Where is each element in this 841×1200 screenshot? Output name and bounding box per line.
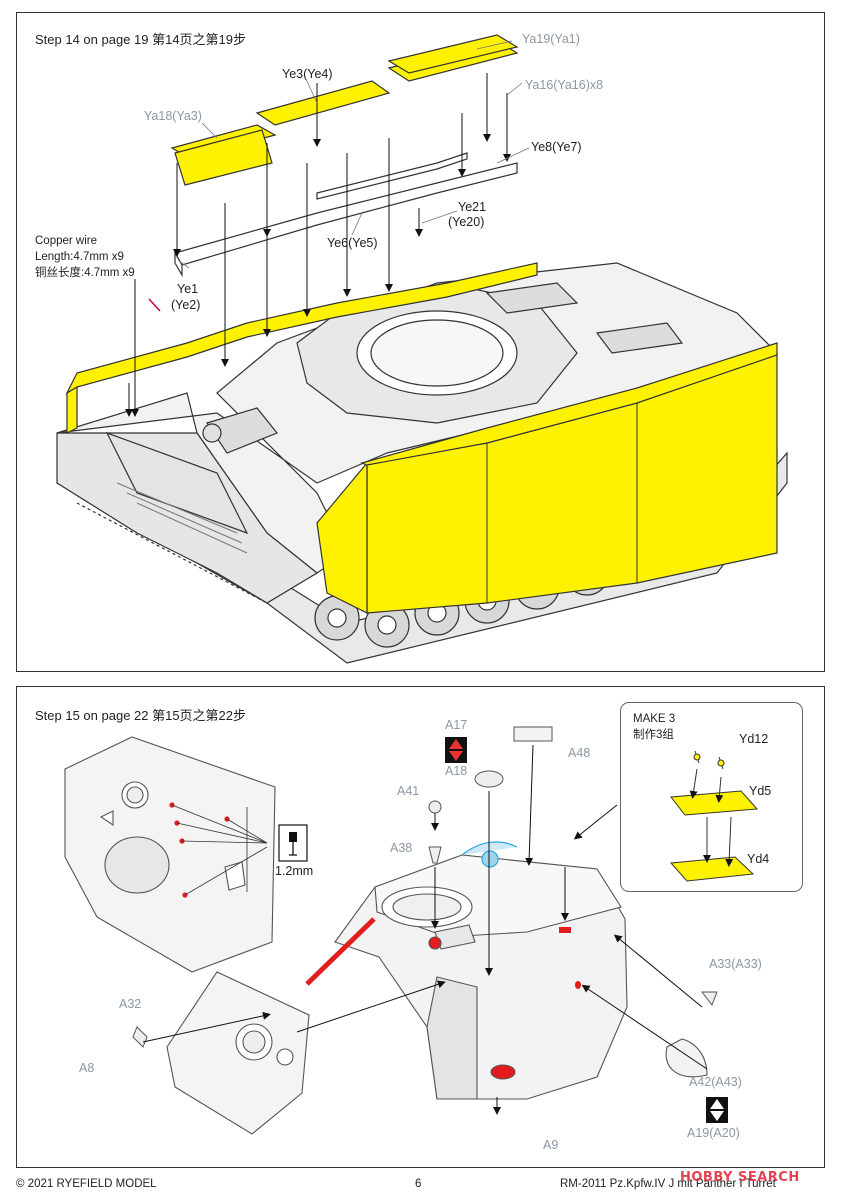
label-ya18: Ya18(Ya3) <box>144 109 202 123</box>
label-ye2: (Ye2) <box>171 298 201 312</box>
label-ye21: Ye21 <box>458 200 487 214</box>
label-a41: A41 <box>397 784 420 798</box>
label-a42: A42(A43) <box>689 1075 742 1089</box>
label-a17: A17 <box>445 718 468 732</box>
label-wire-length: Length:4.7mm x9 <box>35 251 124 263</box>
label-a9: A9 <box>543 1138 559 1152</box>
label-make3-cn: 制作3组 <box>633 729 674 741</box>
label-drill-size: 1.2mm <box>275 864 314 878</box>
flip-icon-a19 <box>706 1097 728 1123</box>
label-copper-wire: Copper wire <box>35 235 97 247</box>
label-a19: A19(A20) <box>687 1126 740 1140</box>
label-ya19: Ya19(Ya1) <box>522 32 580 46</box>
label-wire-length-cn: 铜丝长度:4.7mm x9 <box>35 267 135 279</box>
label-ye6: Ye6(Ye5) <box>327 236 378 250</box>
yellow-skirts <box>65 262 778 614</box>
turret-rear-plate <box>166 971 310 1135</box>
small-parts <box>132 726 718 1080</box>
label-a48: A48 <box>568 746 591 760</box>
copper-wire <box>131 279 161 417</box>
turret-side-plate <box>64 736 276 973</box>
label-a8: A8 <box>79 1061 95 1075</box>
step15-arrows <box>142 744 708 1115</box>
leader-arrows <box>125 73 511 417</box>
make-3-subassembly-box <box>620 702 803 892</box>
drill-callout-lines <box>171 804 268 896</box>
step-14-drawing <box>56 34 788 664</box>
label-a33: A33(A33) <box>709 957 762 971</box>
footer-product: RM-2011 Pz.Kpfw.IV J mit Panther I Turre… <box>560 1178 776 1190</box>
plate-ye3 <box>255 80 391 126</box>
step-15-drawing <box>64 726 759 1135</box>
label-a32: A32 <box>119 997 142 1011</box>
callout-lines <box>178 40 530 269</box>
flip-icon-a17 <box>445 737 467 763</box>
label-make3: MAKE 3 <box>633 713 676 725</box>
drill-icon <box>278 824 308 862</box>
label-yd12: Yd12 <box>739 732 769 746</box>
label-ye8: Ye8(Ye7) <box>531 140 582 154</box>
step-14-panel: Step 14 on page 19 第14页之第19步 <box>16 12 825 672</box>
hull-body <box>56 262 779 604</box>
label-ye1: Ye1 <box>177 282 199 296</box>
label-ye3: Ye3(Ye4) <box>282 67 333 81</box>
exploded-plates <box>170 34 519 186</box>
label-yd5: Yd5 <box>749 784 772 798</box>
turret <box>305 841 708 1100</box>
hobby-search-watermark: HOBBY SEARCH <box>680 1170 800 1185</box>
step-14-title: Step 14 on page 19 第14页之第19步 <box>35 32 247 47</box>
footer-page-number: 6 <box>415 1178 422 1190</box>
footer-copyright: © 2021 RYEFIELD MODEL <box>16 1178 157 1190</box>
label-a38: A38 <box>390 841 413 855</box>
step-15-title: Step 15 on page 22 第15页之第22步 <box>35 708 247 723</box>
label-ye20: (Ye20) <box>448 215 485 229</box>
exploded-rails <box>174 152 518 278</box>
make3-parts <box>669 750 759 882</box>
label-a18: A18 <box>445 764 468 778</box>
label-yd4: Yd4 <box>747 852 770 866</box>
step-15-panel: Step 15 on page 22 第15页之第22步 <box>16 686 825 1168</box>
label-ya16: Ya16(Ya16)x8 <box>525 78 604 92</box>
